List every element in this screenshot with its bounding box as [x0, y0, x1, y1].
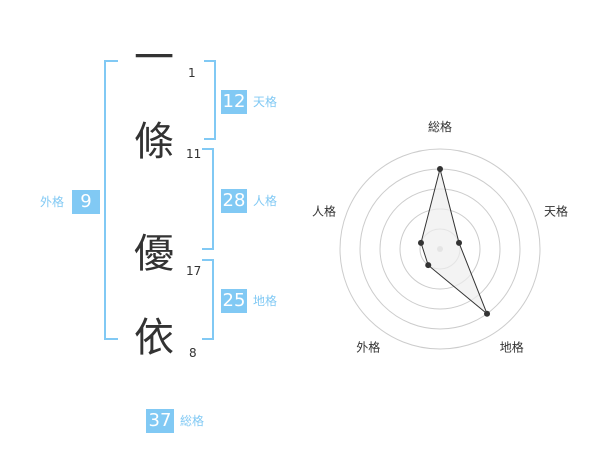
- radar-point: [425, 262, 432, 269]
- radar-point: [437, 166, 443, 172]
- stroke-count-2: 11: [186, 147, 202, 161]
- gaikaku-label: 外格: [40, 195, 65, 209]
- stroke-count-4: 8: [189, 346, 197, 360]
- tenkaku-label: 天格: [253, 95, 278, 109]
- soukaku-value: 37: [146, 409, 174, 433]
- chikaku-value: 25: [221, 289, 247, 313]
- stroke-count-3: 17: [186, 264, 202, 278]
- jinkaku-label: 人格: [253, 194, 278, 208]
- radar-axis-label: 人格: [312, 203, 336, 218]
- tenkaku-value: 12: [221, 90, 247, 114]
- tenkaku-bracket: [204, 60, 216, 140]
- jinkaku-value: 28: [221, 189, 247, 213]
- soukaku-label: 総格: [180, 414, 205, 428]
- jinkaku-bracket: [202, 148, 214, 250]
- radar-point: [484, 310, 491, 317]
- radar-axis-label: 外格: [356, 340, 380, 355]
- name-char-3: 優: [134, 231, 174, 277]
- name-char-4: 依: [134, 315, 174, 361]
- name-char-1: 一: [134, 35, 174, 81]
- radar-axis-label: 総格: [428, 119, 452, 134]
- radar-ring: [339, 148, 541, 350]
- chikaku-bracket: [202, 259, 214, 340]
- chikaku-label: 地格: [253, 294, 278, 308]
- gaikaku-value: 9: [72, 190, 100, 214]
- radar-shape: [420, 168, 488, 315]
- radar-point: [456, 239, 463, 246]
- stroke-count-1: 1: [188, 66, 196, 80]
- gaikaku-bracket: [104, 60, 118, 340]
- radar-axis-label: 地格: [500, 340, 524, 355]
- name-char-2: 條: [134, 119, 174, 165]
- radar-point: [417, 239, 424, 246]
- radar-axis-label: 天格: [544, 203, 568, 218]
